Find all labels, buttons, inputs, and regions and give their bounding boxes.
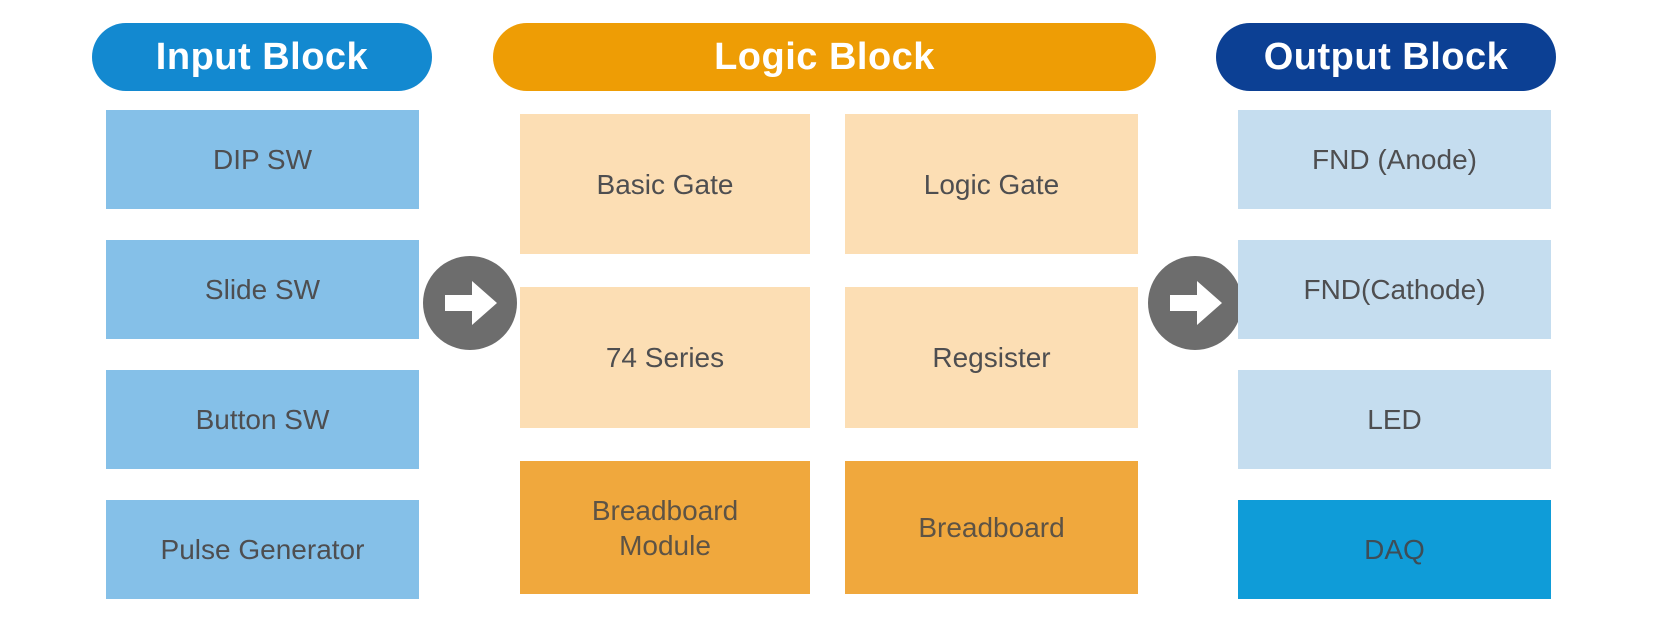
node-basic-gate: Basic Gate [520,114,810,254]
node-slide-sw: Slide SW [106,240,419,339]
node-dip-sw: DIP SW [106,110,419,209]
node-logic-gate: Logic Gate [845,114,1138,254]
node-fnd-cathode: FND(Cathode) [1238,240,1551,339]
output-block-items: FND (Anode) FND(Cathode) LED DAQ [1216,110,1556,599]
node-fnd-anode: FND (Anode) [1238,110,1551,209]
input-block-items: DIP SW Slide SW Button SW Pulse Generato… [92,110,432,599]
node-breadboard: Breadboard [845,461,1138,594]
node-pulse-generator: Pulse Generator [106,500,419,599]
node-register: Regsister [845,287,1138,428]
input-block-column: Input Block DIP SW Slide SW Button SW Pu… [92,23,432,599]
node-led: LED [1238,370,1551,469]
right-arrow-icon [1148,256,1242,350]
logic-block-column: Logic Block Basic Gate Logic Gate 74 Ser… [493,23,1156,594]
node-daq: DAQ [1238,500,1551,599]
node-74-series: 74 Series [520,287,810,428]
logic-block-items: Basic Gate Logic Gate 74 Series Regsiste… [493,114,1156,594]
output-block-header: Output Block [1216,23,1556,91]
input-block-header: Input Block [92,23,432,91]
node-breadboard-module: Breadboard Module [520,461,810,594]
logic-block-header: Logic Block [493,23,1156,91]
node-button-sw: Button SW [106,370,419,469]
right-arrow-icon [423,256,517,350]
output-block-column: Output Block FND (Anode) FND(Cathode) LE… [1216,23,1556,599]
